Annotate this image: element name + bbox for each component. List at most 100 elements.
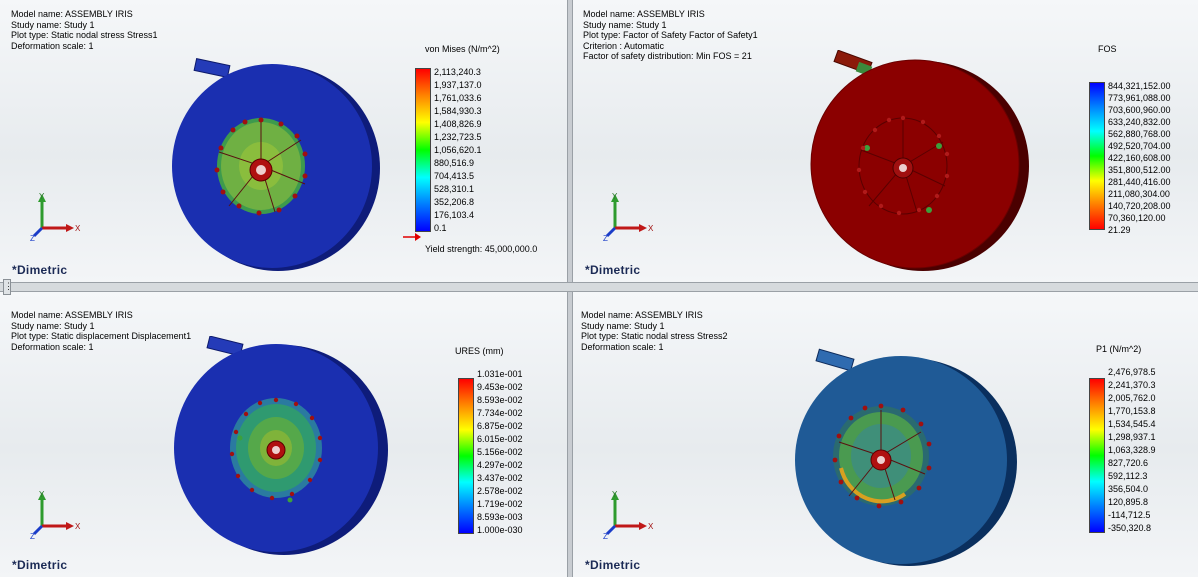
axis-triad-icon: Y X Z bbox=[30, 490, 81, 540]
plot-type: Plot type: Static nodal stress Stress1 bbox=[11, 30, 158, 40]
view-orientation-label: *Dimetric bbox=[585, 263, 641, 277]
study-name: Study name: Study 1 bbox=[583, 19, 667, 30]
axis-z-label: Z bbox=[30, 234, 35, 242]
iris-assembly-model[interactable] bbox=[785, 348, 1025, 573]
color-scale-bar bbox=[415, 68, 431, 232]
legend-tick: 592,112.3 bbox=[1108, 471, 1148, 481]
legend-tick: 633,240,832.00 bbox=[1108, 117, 1171, 127]
axis-y-label: Y bbox=[39, 192, 45, 201]
axis-triad-icon: Y X Z bbox=[30, 192, 81, 242]
axis-z-label: Z bbox=[30, 532, 35, 540]
legend-tick: 528,310.1 bbox=[434, 184, 475, 194]
legend-tick: 827,720.6 bbox=[1108, 458, 1149, 468]
legend-tick: 2,241,370.3 bbox=[1108, 380, 1156, 390]
legend-tick: -350,320.8 bbox=[1108, 523, 1152, 533]
legend-title: FOS bbox=[1098, 44, 1117, 54]
legend-tick: 1,063,328.9 bbox=[1108, 445, 1156, 455]
yield-arrow-icon bbox=[403, 233, 421, 241]
axis-x-label: X bbox=[75, 224, 81, 233]
legend-title: P1 (N/m^2) bbox=[1096, 344, 1142, 354]
legend-tick: -114,712.5 bbox=[1108, 510, 1151, 520]
axis-x-label: X bbox=[648, 224, 654, 233]
legend-tick: 2.578e-002 bbox=[477, 486, 523, 496]
criterion: Criterion : Automatic bbox=[583, 40, 665, 51]
axis-x-label: X bbox=[75, 522, 81, 531]
plot-type: Plot type: Factor of Safety Factor of Sa… bbox=[583, 30, 758, 40]
legend-ticks: 2,113,240.3 1,937,137.0 1,761,033.6 1,58… bbox=[434, 66, 482, 235]
legend-tick: 1,534,545.4 bbox=[1108, 419, 1156, 429]
plot-type: Plot type: Static displacement Displacem… bbox=[11, 331, 192, 341]
legend-tick: 773,961,088.00 bbox=[1108, 93, 1171, 103]
legend-tick: 8.593e-003 bbox=[477, 512, 523, 522]
legend-tick: 356,504.0 bbox=[1108, 484, 1149, 494]
legend-tick: 70,360,120.00 bbox=[1108, 213, 1166, 223]
model-name: Model name: ASSEMBLY IRIS bbox=[583, 9, 705, 19]
legend-tick: 1,937,137.0 bbox=[434, 80, 482, 90]
view-orientation-label: *Dimetric bbox=[12, 263, 68, 277]
legend-tick: 0.1 bbox=[434, 223, 447, 233]
viewport-divider-horizontal[interactable] bbox=[0, 282, 1198, 292]
legend-ticks: 1.031e-001 9.453e-002 8.593e-002 7.734e-… bbox=[477, 368, 523, 537]
legend-tick: 5.156e-002 bbox=[477, 447, 523, 457]
legend-tick: 352,206.8 bbox=[434, 197, 475, 207]
legend-tick: 880,516.9 bbox=[434, 158, 475, 168]
legend-tick: 281,440,416.00 bbox=[1108, 177, 1171, 187]
model-name: Model name: ASSEMBLY IRIS bbox=[11, 310, 133, 320]
legend-tick: 6.015e-002 bbox=[477, 434, 523, 444]
legend-tick: 21.29 bbox=[1108, 225, 1131, 235]
split-handle-icon[interactable]: ⋮ bbox=[3, 279, 13, 295]
iris-assembly-model[interactable] bbox=[166, 336, 391, 561]
legend-ticks: 844,321,152.00 773,961,088.00 703,600,96… bbox=[1108, 80, 1171, 236]
legend-tick: 703,600,960.00 bbox=[1108, 105, 1171, 115]
fos-distribution: Factor of safety distribution: Min FOS =… bbox=[583, 51, 752, 61]
legend-tick: 1.719e-002 bbox=[477, 499, 523, 509]
legend-tick: 211,080,304.00 bbox=[1108, 189, 1170, 199]
deformation-scale: Deformation scale: 1 bbox=[581, 341, 664, 352]
viewport-displacement[interactable]: Model name: ASSEMBLY IRIS Study name: St… bbox=[0, 292, 567, 577]
legend-tick: 1,298,937.1 bbox=[1108, 432, 1156, 442]
viewport-von-mises[interactable]: Model name: ASSEMBLY IRIS Study name: St… bbox=[0, 0, 567, 282]
legend-tick: 1,761,033.6 bbox=[434, 93, 482, 103]
legend-tick: 2,476,978.5 bbox=[1108, 367, 1156, 377]
iris-assembly-model[interactable] bbox=[805, 50, 1035, 275]
legend-tick: 1,232,723.5 bbox=[434, 132, 482, 142]
legend-tick: 844,321,152.00 bbox=[1108, 81, 1171, 91]
axis-y-label: Y bbox=[612, 490, 618, 499]
color-scale-bar bbox=[1089, 378, 1105, 533]
legend-tick: 3.437e-002 bbox=[477, 473, 523, 483]
viewport-principal-stress[interactable]: Model name: ASSEMBLY IRIS Study name: St… bbox=[573, 292, 1198, 577]
color-scale-bar bbox=[1089, 82, 1105, 230]
legend-tick: 351,800,512.00 bbox=[1108, 165, 1171, 175]
legend-tick: 120,895.8 bbox=[1108, 497, 1149, 507]
model-name: Model name: ASSEMBLY IRIS bbox=[11, 9, 133, 19]
legend-tick: 562,880,768.00 bbox=[1108, 129, 1171, 139]
view-orientation-label: *Dimetric bbox=[12, 558, 68, 572]
study-name: Study name: Study 1 bbox=[11, 320, 95, 331]
legend-tick: 704,413.5 bbox=[434, 171, 475, 181]
legend-tick: 4.297e-002 bbox=[477, 460, 523, 470]
yield-strength: Yield strength: 45,000,000.0 bbox=[425, 244, 538, 254]
model-name: Model name: ASSEMBLY IRIS bbox=[581, 310, 703, 320]
axis-y-label: Y bbox=[39, 490, 45, 499]
study-info: Model name: ASSEMBLY IRIS Study name: St… bbox=[11, 9, 158, 51]
axis-z-label: Z bbox=[603, 234, 608, 242]
legend-tick: 9.453e-002 bbox=[477, 382, 523, 392]
legend-tick: 6.875e-002 bbox=[477, 421, 523, 431]
color-scale-bar bbox=[458, 378, 474, 534]
study-info: Model name: ASSEMBLY IRIS Study name: St… bbox=[583, 9, 758, 62]
axis-z-label: Z bbox=[603, 532, 608, 540]
view-orientation-label: *Dimetric bbox=[585, 558, 641, 572]
legend-tick: 2,005,762.0 bbox=[1108, 393, 1156, 403]
iris-assembly-model[interactable] bbox=[165, 56, 385, 276]
legend-tick: 1,408,826.9 bbox=[434, 119, 482, 129]
legend-title: von Mises (N/m^2) bbox=[425, 44, 500, 54]
study-info: Model name: ASSEMBLY IRIS Study name: St… bbox=[581, 310, 728, 352]
deformation-scale: Deformation scale: 1 bbox=[11, 341, 94, 352]
axis-y-label: Y bbox=[612, 192, 618, 201]
axis-triad-icon: Y X Z bbox=[603, 490, 654, 540]
legend-tick: 1.000e-030 bbox=[477, 525, 523, 535]
viewport-factor-of-safety[interactable]: Model name: ASSEMBLY IRIS Study name: St… bbox=[573, 0, 1198, 282]
study-info: Model name: ASSEMBLY IRIS Study name: St… bbox=[11, 310, 191, 352]
deformation-scale: Deformation scale: 1 bbox=[11, 40, 94, 51]
study-name: Study name: Study 1 bbox=[581, 320, 665, 331]
